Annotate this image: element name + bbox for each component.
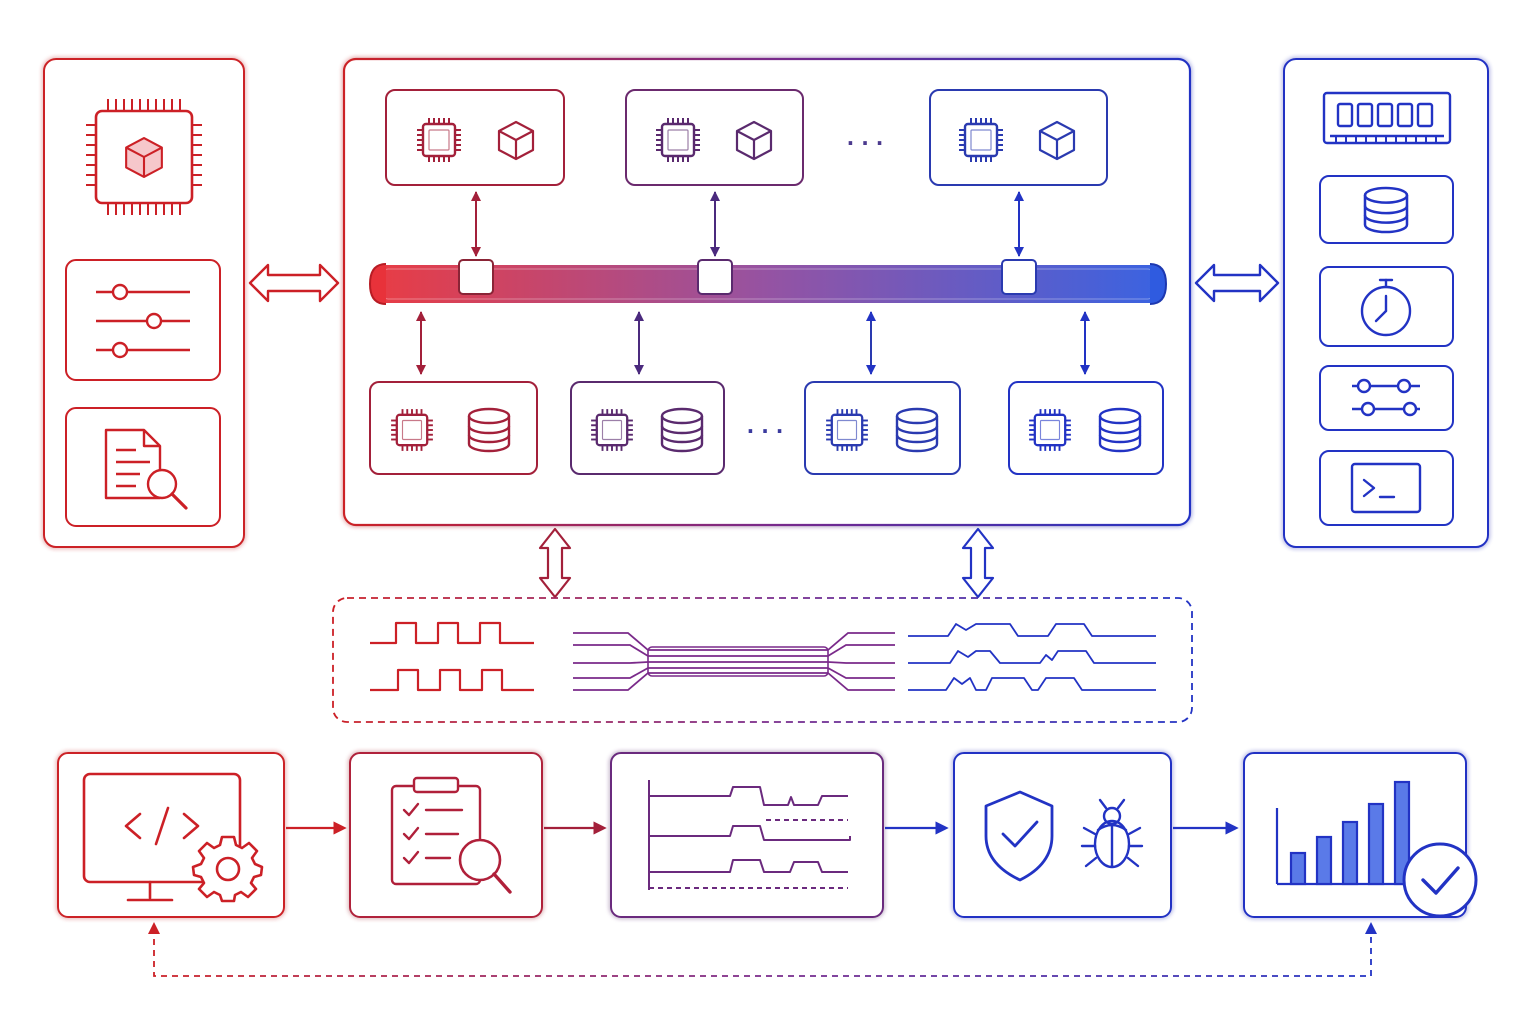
magnifier-icon <box>458 838 512 894</box>
pipeline <box>57 752 1478 977</box>
pipeline-step <box>953 752 1172 918</box>
resources-link-arrow <box>1194 263 1280 303</box>
shield-check-icon <box>984 790 1054 882</box>
lower-ellipsis: · · · <box>747 419 784 443</box>
bus-port <box>1001 259 1037 295</box>
toggle-switches-icon <box>1352 378 1420 417</box>
memory-module-icon <box>1322 91 1452 145</box>
interconnect-panel: · · · <box>342 57 1192 527</box>
document-search-icon <box>104 428 188 510</box>
sliders-icon <box>96 283 190 359</box>
bus-port <box>458 259 494 295</box>
waveform-trace-icon <box>648 780 851 890</box>
signal-strip <box>332 597 1193 723</box>
stopwatch-icon <box>1360 278 1412 337</box>
resources-panel <box>1283 58 1489 548</box>
interconnect-bus <box>368 259 1168 305</box>
lower-node <box>804 381 961 475</box>
upper-ellipsis: · · · <box>847 131 884 155</box>
signal-bundle-icon <box>573 632 895 691</box>
upper-node <box>625 89 804 186</box>
lower-node <box>1008 381 1164 475</box>
bus-port <box>697 259 733 295</box>
clock-waveform-icon <box>370 621 534 692</box>
pipeline-step <box>610 752 884 918</box>
check-circle-icon <box>1402 842 1478 918</box>
checklist-icon <box>390 776 482 886</box>
feedback-arrowhead <box>148 922 160 934</box>
lower-node <box>570 381 725 475</box>
code-monitor-icon <box>82 772 242 902</box>
terminal-icon <box>1350 462 1422 514</box>
upper-node <box>929 89 1108 186</box>
upper-node <box>385 89 565 186</box>
bug-icon <box>1080 798 1144 869</box>
pipeline-step <box>349 752 543 918</box>
feedback-arrowhead <box>1365 922 1377 934</box>
pipeline-step <box>1243 752 1478 918</box>
glitch-waveform-icon <box>908 623 1156 691</box>
feedback-loop-arrow <box>153 928 1372 977</box>
lower-node <box>369 381 538 475</box>
interconnect-signal-arrow <box>961 527 995 599</box>
pipeline-step <box>57 752 285 918</box>
host-panel <box>43 58 245 548</box>
interconnect-signal-arrow <box>538 527 572 599</box>
host-link-arrow <box>248 263 340 303</box>
gear-icon <box>191 835 264 903</box>
bar-chart-icon <box>1275 780 1428 886</box>
processor-chip-icon <box>86 99 202 215</box>
